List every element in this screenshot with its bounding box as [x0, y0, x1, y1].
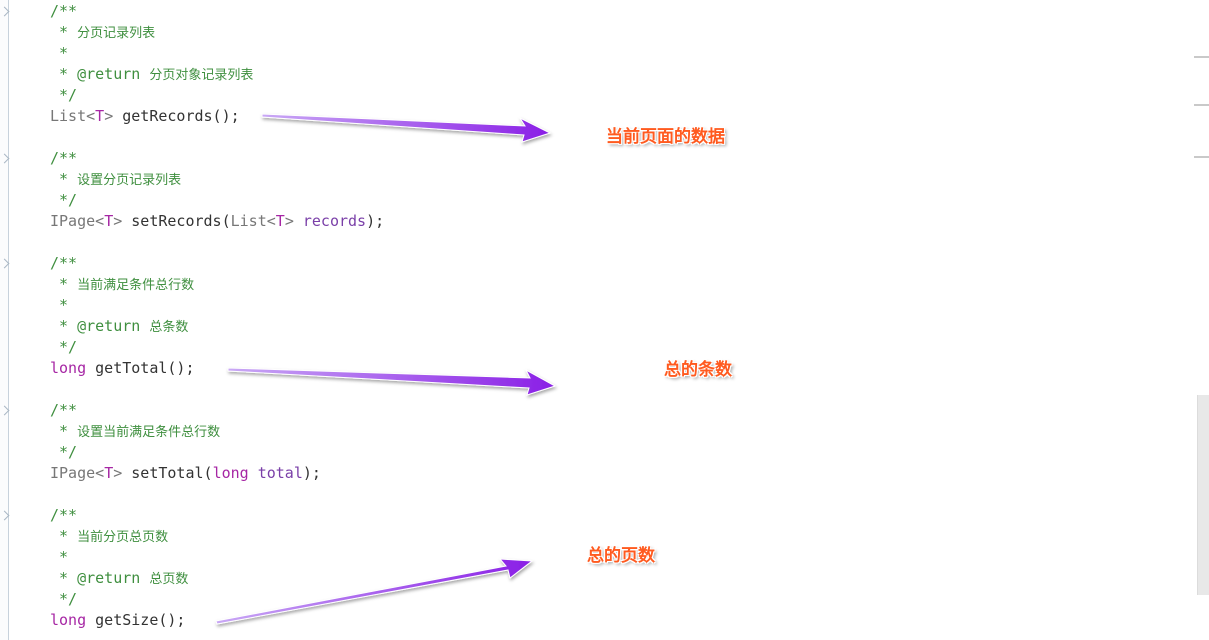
- code-token: long: [50, 359, 87, 377]
- code-token: >: [104, 107, 114, 125]
- code-token: IPage: [50, 464, 96, 482]
- code-comment-token: /**: [50, 506, 78, 524]
- code-comment-token: */: [50, 191, 78, 209]
- code-token: );: [302, 464, 321, 482]
- code-line[interactable]: /**: [50, 1, 77, 22]
- code-token: T: [95, 107, 105, 125]
- code-line[interactable]: IPage<T> setRecords(List<T> records);: [50, 211, 384, 232]
- code-comment-token: 设置分页记录列表: [77, 173, 182, 188]
- fold-toggle-icon[interactable]: [0, 258, 10, 269]
- code-comment-token: 当前分页总页数: [77, 530, 169, 545]
- code-line[interactable]: List<T> getRecords();: [50, 106, 240, 127]
- code-line[interactable]: long getTotal();: [50, 358, 195, 379]
- code-line[interactable]: IPage<T> setTotal(long total);: [50, 463, 321, 484]
- code-comment-token: * @return: [50, 65, 150, 83]
- code-token: <: [95, 212, 105, 230]
- code-token: long: [50, 611, 87, 629]
- code-comment-token: */: [50, 590, 78, 608]
- code-comment-token: 分页对象记录列表: [149, 68, 254, 83]
- code-line[interactable]: /**: [50, 505, 77, 526]
- code-comment-token: */: [50, 338, 78, 356]
- code-comment-token: /**: [50, 149, 78, 167]
- code-comment-token: /**: [50, 401, 78, 419]
- code-token: getRecords();: [113, 107, 240, 125]
- code-line[interactable]: */: [50, 589, 77, 610]
- code-token: getTotal();: [86, 359, 195, 377]
- code-comment-token: /**: [50, 2, 78, 20]
- code-line[interactable]: * 设置分页记录列表: [50, 169, 181, 190]
- overview-ruler-mark: [1194, 104, 1209, 106]
- code-comment-token: *: [50, 296, 69, 314]
- code-token: );: [366, 212, 385, 230]
- overview-ruler-mark: [1194, 56, 1209, 58]
- code-comment-token: *: [50, 170, 78, 188]
- code-line[interactable]: */: [50, 442, 77, 463]
- code-comment-token: 总页数: [149, 572, 189, 587]
- fold-toggle-icon[interactable]: [0, 6, 10, 17]
- code-comment-token: */: [50, 86, 78, 104]
- fold-toggle-icon[interactable]: [0, 405, 10, 416]
- code-token: <: [86, 107, 96, 125]
- code-line[interactable]: *: [50, 43, 68, 64]
- code-line[interactable]: */: [50, 190, 77, 211]
- code-comment-token: *: [50, 23, 78, 41]
- code-token: <: [95, 464, 105, 482]
- code-token: >: [113, 212, 123, 230]
- code-line[interactable]: * @return 分页对象记录列表: [50, 64, 253, 85]
- fold-toggle-icon[interactable]: [0, 153, 10, 164]
- code-token: records: [293, 212, 367, 230]
- code-token: List: [50, 107, 87, 125]
- code-line[interactable]: * 设置当前满足条件总行数: [50, 421, 220, 442]
- code-token: T: [104, 464, 114, 482]
- code-token: setRecords(: [122, 212, 231, 230]
- code-comment-token: * @return: [50, 569, 150, 587]
- overview-ruler-mark: [1194, 156, 1209, 158]
- code-comment-token: 分页记录列表: [77, 26, 156, 41]
- callout-total-count: 总的条数: [664, 360, 732, 380]
- code-comment-token: *: [50, 275, 78, 293]
- code-line[interactable]: * @return 总条数: [50, 316, 188, 337]
- code-token: total: [248, 464, 303, 482]
- code-token: setTotal(: [122, 464, 213, 482]
- code-comment-token: */: [50, 443, 78, 461]
- callout-total-pages: 总的页数: [587, 546, 655, 566]
- code-line[interactable]: * @return 总页数: [50, 568, 188, 589]
- code-comment-token: *: [50, 527, 78, 545]
- code-comment-token: *: [50, 422, 78, 440]
- code-line[interactable]: *: [50, 295, 68, 316]
- code-line[interactable]: /**: [50, 148, 77, 169]
- code-comment-token: *: [50, 44, 69, 62]
- code-comment-token: *: [50, 548, 69, 566]
- code-token: <: [266, 212, 276, 230]
- fold-toggle-icon[interactable]: [0, 510, 10, 521]
- code-token: T: [104, 212, 114, 230]
- code-line[interactable]: * 当前满足条件总行数: [50, 274, 194, 295]
- code-comment-token: 设置当前满足条件总行数: [77, 425, 221, 440]
- code-line[interactable]: */: [50, 337, 77, 358]
- code-token: T: [275, 212, 285, 230]
- code-line[interactable]: *: [50, 547, 68, 568]
- code-line[interactable]: * 分页记录列表: [50, 22, 155, 43]
- code-line[interactable]: long getSize();: [50, 610, 185, 631]
- code-token: getSize();: [86, 611, 186, 629]
- editor-gutter: [0, 0, 10, 640]
- code-comment-token: 总条数: [149, 320, 189, 335]
- callout-current-page-data: 当前页面的数据: [606, 127, 725, 147]
- code-comment-token: * @return: [50, 317, 150, 335]
- code-comment-token: 当前满足条件总行数: [77, 278, 195, 293]
- code-token: >: [113, 464, 123, 482]
- code-token: long: [212, 464, 249, 482]
- code-line[interactable]: */: [50, 85, 77, 106]
- code-token: List: [230, 212, 267, 230]
- code-comment-token: /**: [50, 254, 78, 272]
- code-token: >: [284, 212, 294, 230]
- code-line[interactable]: /**: [50, 400, 77, 421]
- vertical-scrollbar[interactable]: [1197, 395, 1209, 595]
- code-line[interactable]: * 当前分页总页数: [50, 526, 168, 547]
- code-token: IPage: [50, 212, 96, 230]
- code-line[interactable]: /**: [50, 253, 77, 274]
